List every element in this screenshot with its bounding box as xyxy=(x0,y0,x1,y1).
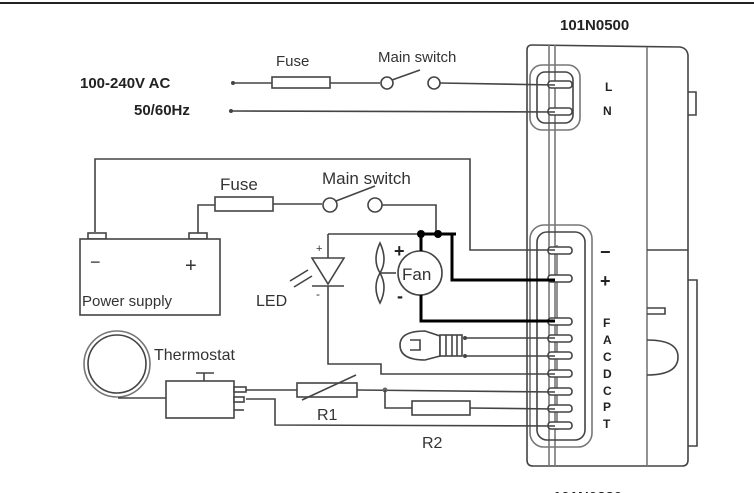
terminal-minus-label: − xyxy=(600,242,611,262)
ac-voltage-label: 100-240V AC xyxy=(80,75,170,92)
battery-plus-sign: + xyxy=(185,255,197,277)
fan-plus-sign: + xyxy=(394,241,405,261)
ac-main-switch xyxy=(380,69,441,90)
terminal-f-label: F xyxy=(603,316,610,330)
r2-resistor xyxy=(411,400,471,416)
lamp-bulb xyxy=(399,330,463,361)
terminal-c2-label: C xyxy=(603,384,612,398)
ac-fuse-label: Fuse xyxy=(276,53,309,70)
terminal-p-label: P xyxy=(603,400,611,414)
thermostat xyxy=(83,330,247,419)
dc-connector xyxy=(529,224,593,448)
led-minus-sign: - xyxy=(316,287,320,301)
led-diode xyxy=(289,257,346,288)
terminal-plus-label: + xyxy=(600,271,611,291)
dc-switch-label: Main switch xyxy=(322,169,411,188)
terminal-t-label: T xyxy=(603,417,611,431)
fan-label: Fan xyxy=(402,265,431,284)
r1-variable-arrow xyxy=(301,374,357,401)
battery-minus-sign: − xyxy=(90,252,101,272)
thermostat-label: Thermostat xyxy=(154,347,235,364)
power-supply-battery xyxy=(79,232,221,316)
ac-frequency-label: 50/60Hz xyxy=(134,102,190,119)
r1-label: R1 xyxy=(317,407,338,424)
dc-fuse-label: Fuse xyxy=(220,175,258,194)
terminal-c-label: C xyxy=(603,350,612,364)
dc-main-switch xyxy=(322,185,383,213)
power-supply-label: Power supply xyxy=(82,293,173,310)
ac-switch-label: Main switch xyxy=(378,49,456,66)
terminal-d-label: D xyxy=(603,367,612,381)
r1-variable-resistor xyxy=(296,382,358,398)
dc-fuse xyxy=(214,196,274,212)
led-plus-sign: + xyxy=(316,243,322,255)
terminal-l-label: L xyxy=(605,80,612,94)
led-label: LED xyxy=(256,293,287,310)
terminal-a-label: A xyxy=(603,333,612,347)
fan-minus-sign: - xyxy=(397,286,403,306)
r2-label: R2 xyxy=(422,435,443,452)
signal-terminal-labels: F A C D C P T xyxy=(603,316,612,431)
model-label-top: 101N0500 xyxy=(560,17,629,34)
terminal-n-label: N xyxy=(603,104,612,118)
ac-fuse xyxy=(271,76,331,89)
model-label-bottom: 101N0220 xyxy=(553,489,622,493)
